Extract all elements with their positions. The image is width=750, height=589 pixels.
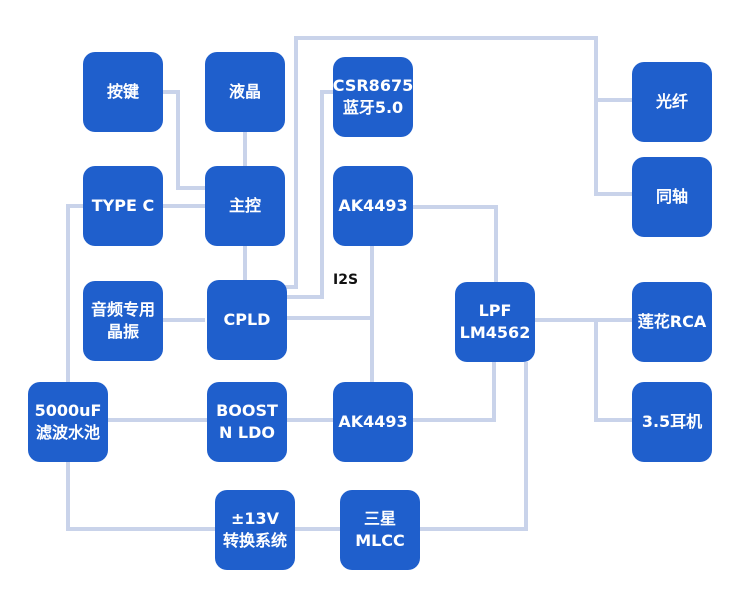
lcd-block: 液晶 [205,52,285,132]
crystal-block: 音频专用 晶振 [83,281,163,361]
filter-capacitor-block: 5000uF 滤波水池 [28,382,108,462]
typec-block: TYPE C [83,166,163,246]
boost-ldo-block: BOOST N LDO [207,382,287,462]
dac-top-block: AK4493 [333,166,413,246]
wire-mlcc-to-lpf [420,362,528,531]
wire-lpf-to-earphone [594,320,632,422]
coaxial-block: 同轴 [632,157,712,237]
optical-block: 光纤 [632,62,712,142]
cpld-block: CPLD [207,280,287,360]
wire-cpld-to-bluetooth [285,90,333,299]
wire-button-to-mcu [162,90,205,190]
dac-bottom-block: AK4493 [333,382,413,462]
wire-dac-bottom-to-lpf [412,362,496,422]
mcu-block: 主控 [205,166,285,246]
wire-cap-to-typec [66,204,83,382]
wire-cpld-to-coaxial [594,100,632,196]
i2s-label: I2S [333,272,359,288]
wire-cap-to-power [66,462,215,531]
rca-block: 莲花RCA [632,282,712,362]
bluetooth-block: CSR8675 蓝牙5.0 [333,57,413,137]
lpf-block: LPF LM4562 [455,282,535,362]
power-conversion-block: ±13V 转换系统 [215,490,295,570]
mlcc-block: 三星 MLCC [340,490,420,570]
wire-dac-top-to-lpf [412,205,498,282]
earphone-block: 3.5耳机 [632,382,712,462]
wire-cpld-to-optical [285,36,632,289]
button-block: 按键 [83,52,163,132]
